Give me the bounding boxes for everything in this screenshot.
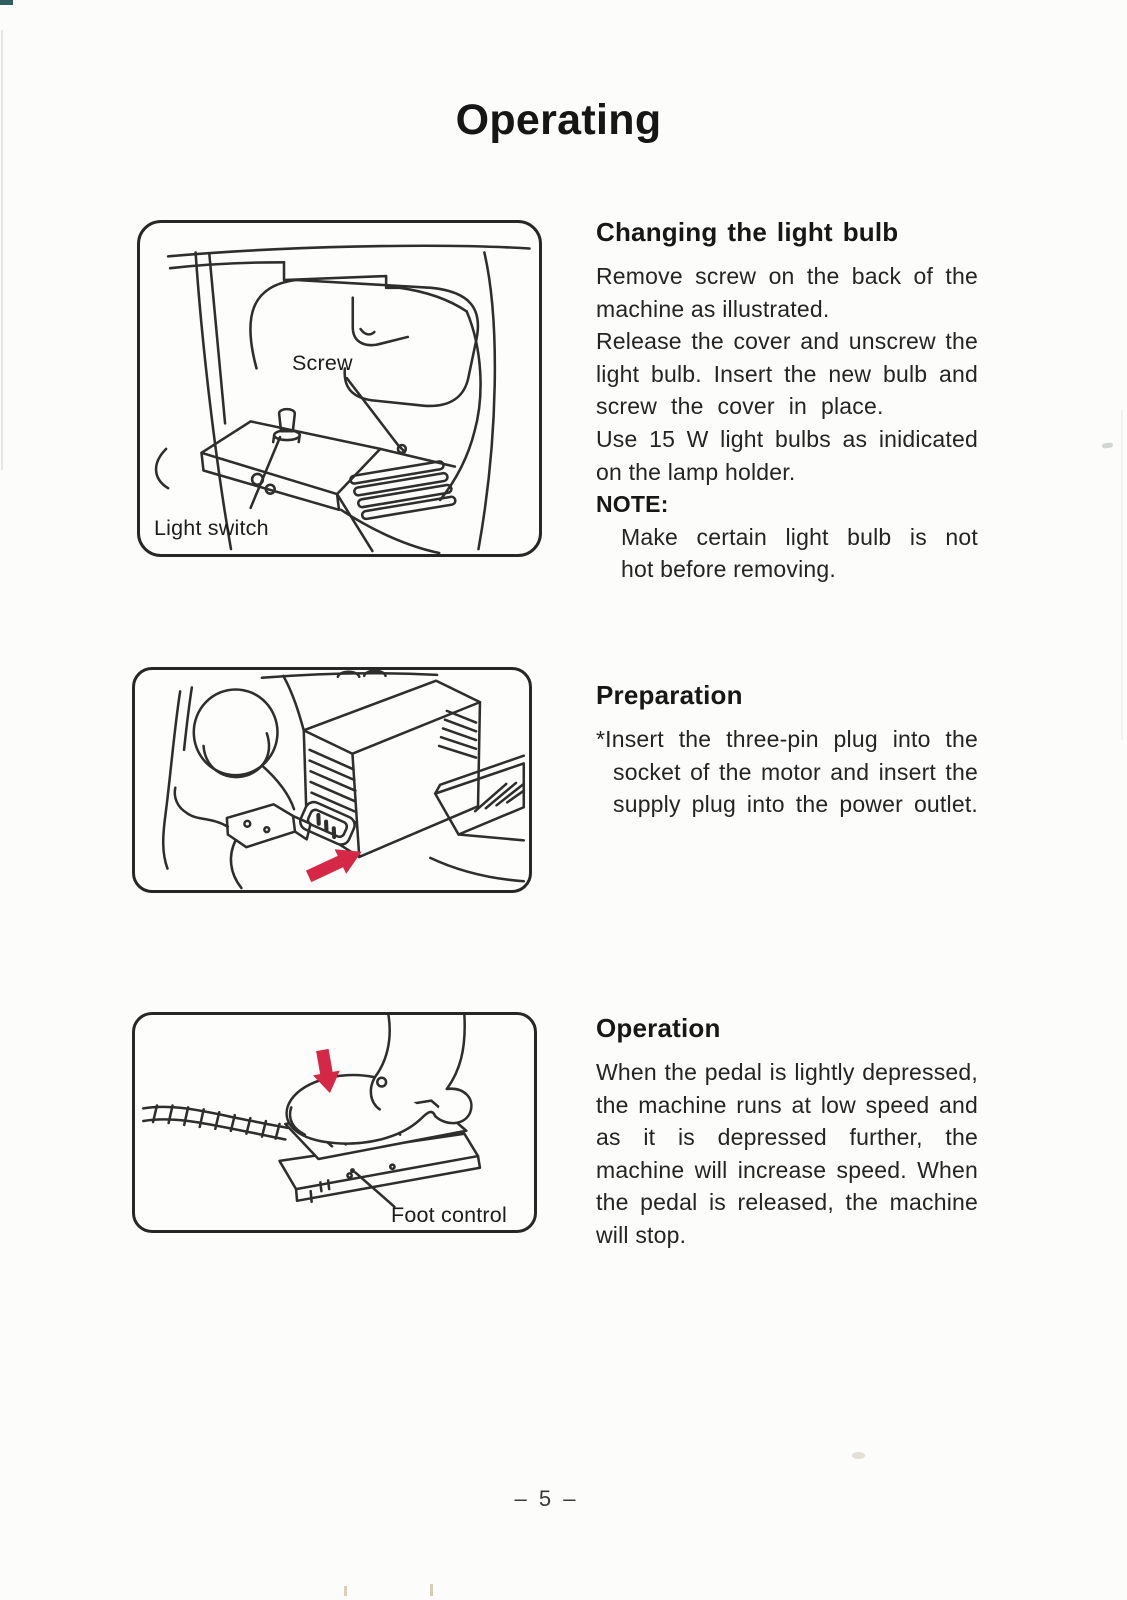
body-line: Make certain light bulb is not — [621, 523, 978, 550]
body-line: Release the cover and unscrew the — [596, 328, 978, 355]
body-line: Use 15 W light bulbs as inidicated — [596, 425, 978, 452]
body-line: screw the cover in place. — [596, 393, 884, 420]
scan-speck — [852, 1452, 865, 1459]
body-line: *Insert the three-pin plug into the — [596, 726, 978, 752]
note-block: Make certain light bulb is not hot befor… — [596, 521, 978, 586]
scan-corner-mark — [0, 0, 13, 5]
foot-control-illustration — [142, 1015, 482, 1208]
body-line: the machine runs at low speed and — [596, 1091, 978, 1118]
section-preparation: Preparation *Insert the three-pin plug i… — [596, 680, 978, 821]
page-title: Operating — [455, 96, 662, 144]
light-bulb-illustration — [154, 244, 531, 554]
figure-light-bulb: Screw Light switch — [137, 220, 542, 557]
note-label: NOTE: — [596, 491, 669, 518]
body-line: hot before removing. — [621, 556, 836, 583]
label-foot-control: Foot control — [391, 1203, 507, 1227]
scan-right-edge-line — [1121, 410, 1123, 740]
section-body: *Insert the three-pin plug into the sock… — [596, 723, 978, 821]
body-line: as it is depressed further, the — [596, 1124, 978, 1151]
figure-operation: Foot control — [132, 1012, 537, 1233]
section-body: Remove screw on the back of the machine … — [596, 260, 978, 586]
section-heading: Changing the light bulb — [596, 217, 899, 247]
body-line: machine will increase speed. When — [596, 1156, 978, 1183]
page-number: – 5 – — [514, 1486, 579, 1511]
body-line: When the pedal is lightly depressed, — [596, 1059, 978, 1085]
body-line: Remove screw on the back of the — [596, 263, 978, 289]
section-body: When the pedal is lightly depressed, the… — [596, 1056, 978, 1252]
figure-preparation — [132, 667, 532, 893]
press-down-arrow-icon — [312, 1048, 340, 1094]
body-line: machine as illustrated. — [596, 295, 830, 322]
motor-plug-illustration — [161, 670, 526, 890]
insert-direction-arrow-icon — [305, 849, 362, 883]
body-line: socket of the motor and insert the — [613, 758, 978, 785]
body-line: supply plug into the power outlet. — [613, 791, 978, 818]
section-heading: Operation — [596, 1013, 721, 1043]
label-screw: Screw — [292, 351, 353, 375]
body-line: on the lamp holder. — [596, 458, 796, 485]
section-operation: Operation When the pedal is lightly depr… — [596, 1013, 978, 1252]
scan-speck — [430, 1584, 433, 1596]
section-changing-light-bulb: Changing the light bulb Remove screw on … — [596, 217, 978, 586]
body-line: will stop. — [596, 1221, 687, 1248]
section-heading: Preparation — [596, 680, 743, 710]
body-line: the pedal is released, the machine — [596, 1189, 978, 1216]
label-light-switch: Light switch — [154, 516, 269, 540]
scan-speck — [344, 1586, 347, 1596]
body-line: light bulb. Insert the new bulb and — [596, 360, 978, 387]
scan-smudge — [1101, 442, 1114, 449]
